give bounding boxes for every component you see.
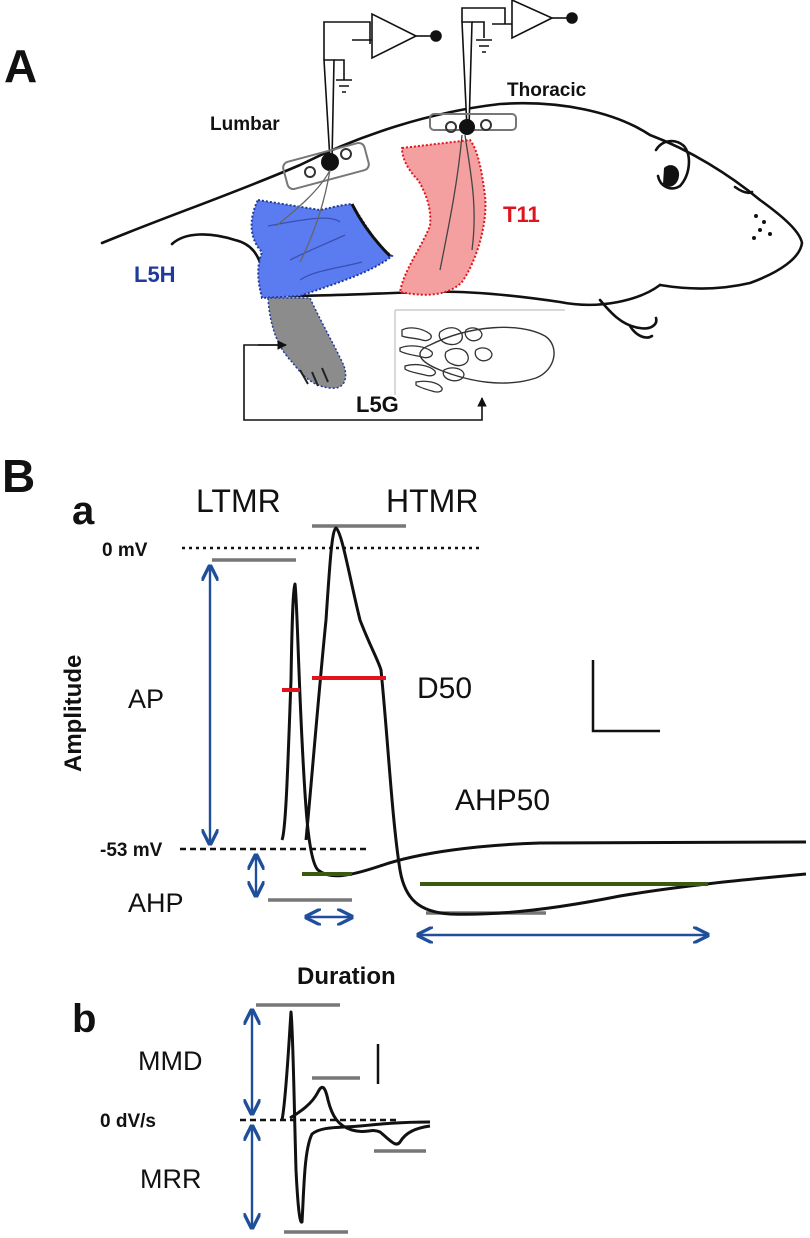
l5h-label: L5H xyxy=(134,262,176,287)
htmr-dvdt xyxy=(289,1085,431,1146)
scale-bar-a xyxy=(591,660,660,733)
lumbar-label: Lumbar xyxy=(210,114,280,135)
dvdt-traces xyxy=(280,1010,431,1224)
amplitude-label: Amplitude xyxy=(60,655,87,772)
ltmr-trace xyxy=(280,582,807,878)
paw-inset xyxy=(394,309,565,395)
t11-label: T11 xyxy=(503,202,540,227)
lumbar-drg xyxy=(275,141,370,263)
ahp50-marks xyxy=(302,872,708,886)
l5h-region xyxy=(250,198,394,300)
dvdt-reference-levels xyxy=(256,1003,426,1234)
ahp50-label: AHP50 xyxy=(455,784,550,817)
stimulus-loop xyxy=(243,340,487,421)
mrr-label: MRR xyxy=(140,1164,202,1194)
sub-a-label: a xyxy=(72,489,95,533)
rat-eye xyxy=(663,165,772,240)
reference-levels xyxy=(212,524,546,915)
sub-b-label: b xyxy=(72,997,96,1041)
l5g-toes xyxy=(299,367,329,387)
measure-arrows xyxy=(210,566,708,935)
panel-a-label: A xyxy=(4,40,37,92)
thoracic-electrode xyxy=(461,0,578,129)
htmr-trace xyxy=(304,526,807,916)
ap-label: AP xyxy=(128,684,164,714)
duration-label: Duration xyxy=(297,963,396,990)
mmd-label: MMD xyxy=(138,1046,202,1076)
lumbar-electrode xyxy=(323,12,442,161)
zero-mv-label: 0 mV xyxy=(102,540,148,561)
ltmr-label: LTMR xyxy=(196,483,281,519)
t11-nerves xyxy=(439,134,475,271)
t11-region xyxy=(398,138,487,296)
ahp-label: AHP xyxy=(128,888,184,918)
htmr-label: HTMR xyxy=(386,483,478,519)
thoracic-label: Thoracic xyxy=(507,80,587,101)
l5g-region xyxy=(267,297,347,389)
l5h-nerves xyxy=(267,217,363,281)
l5g-label: L5G xyxy=(356,392,399,417)
d50-label: D50 xyxy=(417,672,472,705)
zero-dvs-label: 0 dV/s xyxy=(100,1111,156,1132)
d50-marks xyxy=(282,676,386,692)
ltmr-dvdt xyxy=(280,1010,431,1224)
l5h-edge xyxy=(350,203,392,258)
panel-b-label: B xyxy=(2,450,35,502)
baseline-mv-label: -53 mV xyxy=(100,840,163,861)
thoracic-drg xyxy=(429,113,517,135)
rat-outline xyxy=(100,101,804,339)
ap-traces xyxy=(280,526,807,916)
